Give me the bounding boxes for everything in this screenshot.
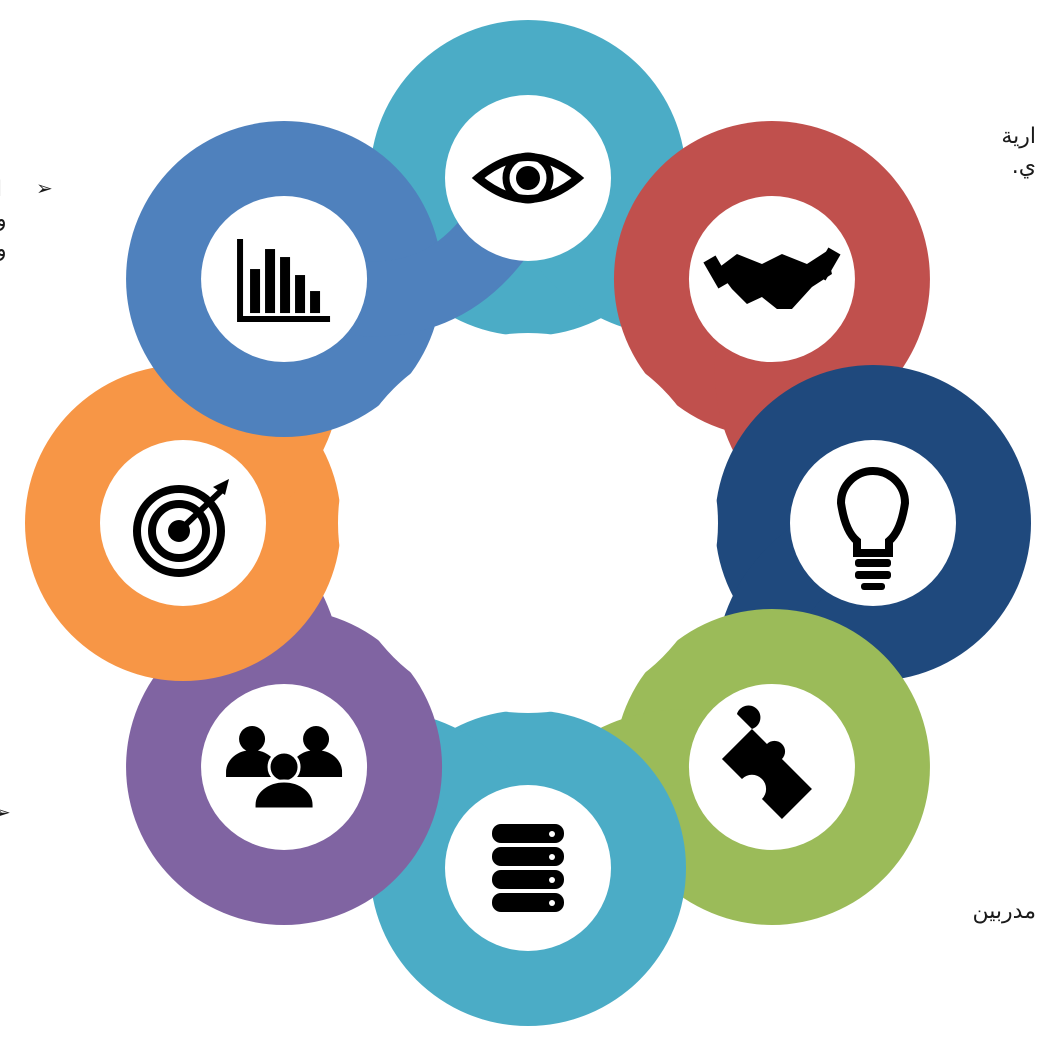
icon-window-right <box>790 440 956 606</box>
icon-window-bottom <box>445 785 611 951</box>
right-text-fragment-3: مدربين <box>972 899 1036 924</box>
arrow-bullet-icon: ➢ <box>36 176 53 200</box>
left-text-fragment-2: و <box>0 207 7 232</box>
bar-chart-icon <box>237 239 331 323</box>
icon-layer <box>133 152 910 912</box>
eye-icon <box>471 152 585 204</box>
target-icon <box>133 479 229 577</box>
right-text-fragment-1: ارية <box>1001 124 1036 149</box>
left-text-fragment-1: ا <box>0 175 2 205</box>
database-icon <box>492 824 564 912</box>
puzzle-icon <box>721 705 812 819</box>
handshake-icon <box>703 247 841 310</box>
arrow-bullet-icon: ➢ <box>0 800 11 824</box>
icon-window-layer <box>100 95 956 951</box>
right-text-fragment-2: ي. <box>1011 154 1036 179</box>
center-hole <box>338 333 718 713</box>
left-text-fragment-3: و <box>0 237 7 262</box>
people-icon <box>226 725 343 811</box>
lightbulb-icon <box>836 467 910 590</box>
